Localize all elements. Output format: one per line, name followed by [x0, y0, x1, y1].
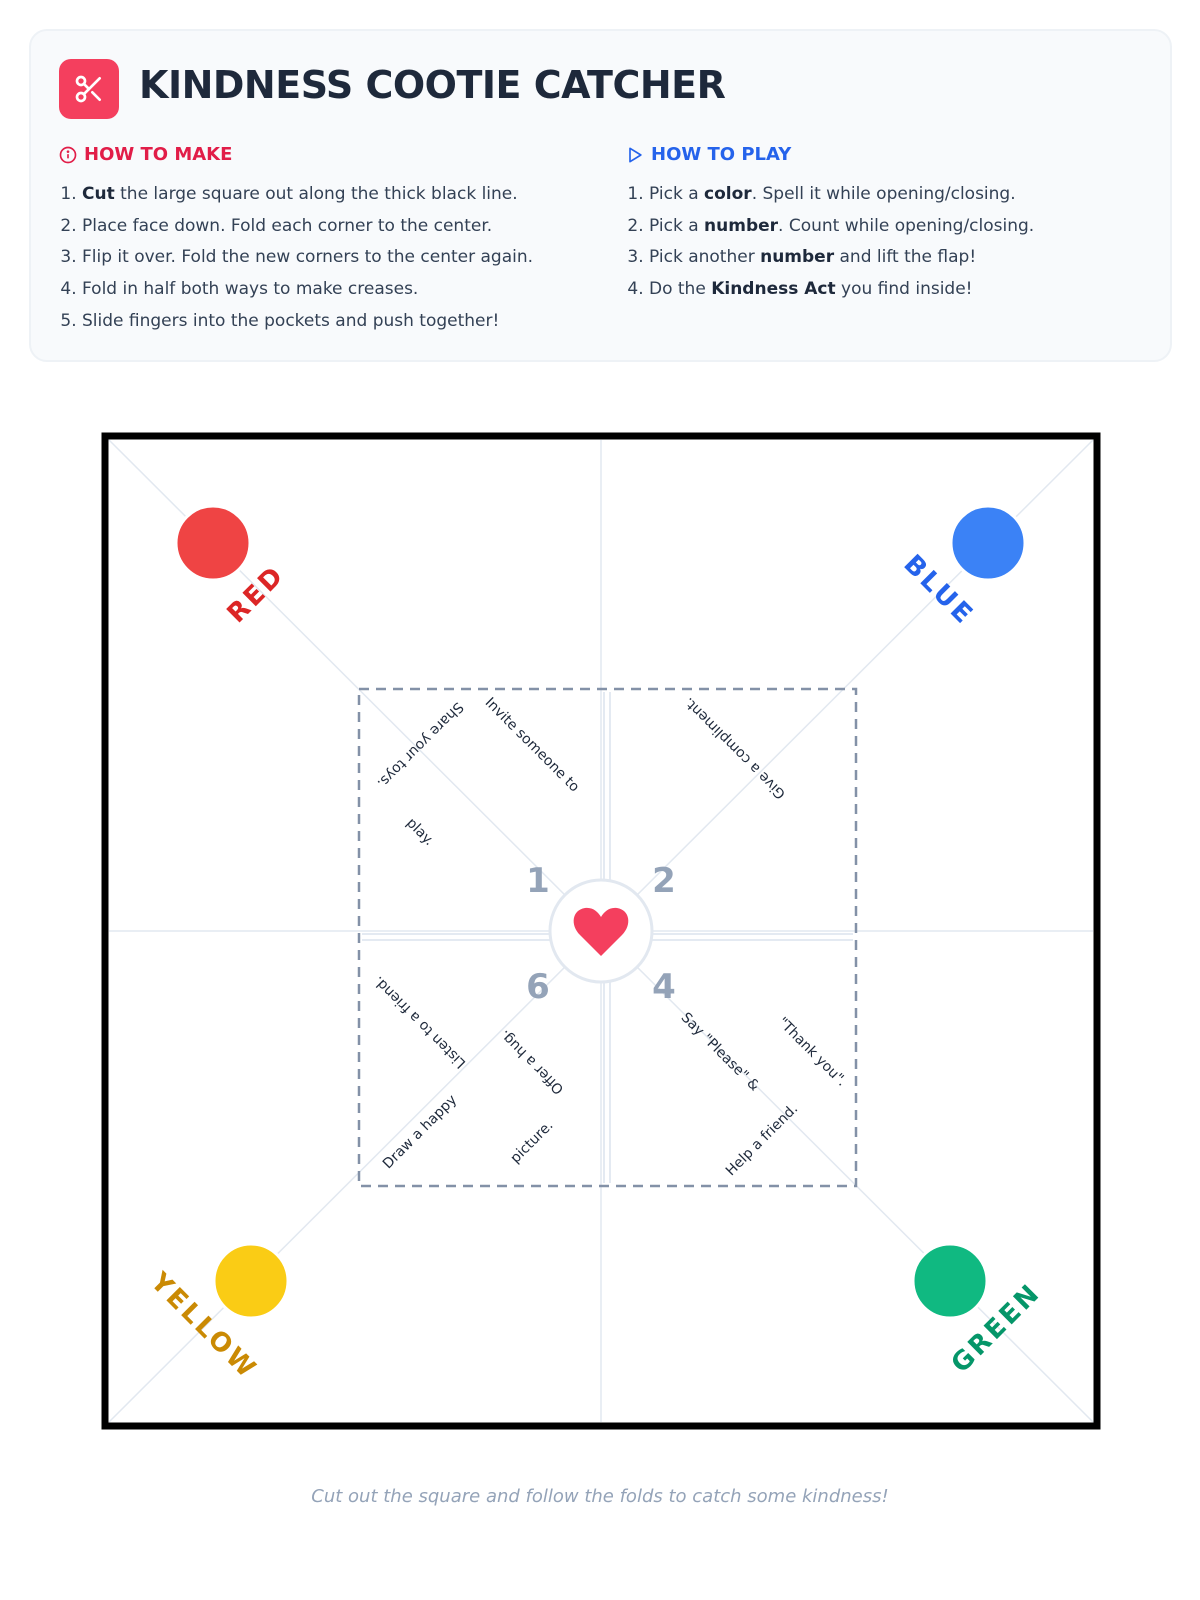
how-to-make-heading: HOW TO MAKE	[84, 144, 233, 165]
inner-fold-square	[357, 687, 858, 1188]
number-label: 6	[526, 967, 550, 1007]
make-step: Slide fingers into the pockets and push …	[82, 306, 533, 338]
numbers: 1 2 4 6	[526, 861, 676, 1007]
logo-badge	[59, 59, 119, 119]
play-step: Pick a number. Count while opening/closi…	[649, 211, 1034, 243]
play-step: Pick another number and lift the flap!	[649, 242, 1034, 274]
play-triangle-icon	[629, 147, 642, 162]
make-step: Fold in half both ways to make creases.	[82, 274, 533, 306]
info-circle-icon	[59, 146, 77, 163]
make-step: Flip it over. Fold the new corners to th…	[82, 242, 533, 274]
make-step: Place face down. Fold each corner to the…	[82, 211, 533, 243]
how-to-play-section: HOW TO PLAY Pick a color. Spell it while…	[625, 144, 1034, 306]
make-step: Cut the large square out along the thick…	[82, 179, 533, 211]
instructions-card: KINDNESS COOTIE CATCHER HOW TO MAKE Cut …	[29, 29, 1172, 362]
how-to-make-section: HOW TO MAKE Cut the large square out alo…	[58, 144, 533, 337]
scissors-icon	[75, 75, 101, 103]
page-title: KINDNESS COOTIE CATCHER	[139, 63, 726, 107]
number-label: 4	[652, 967, 676, 1007]
number-label: 1	[526, 861, 550, 901]
play-step: Do the Kindness Act you find inside!	[649, 274, 1034, 306]
heart-icon	[573, 907, 629, 956]
play-step: Pick a color. Spell it while opening/clo…	[649, 179, 1034, 211]
footer-caption: Cut out the square and follow the folds …	[311, 1486, 889, 1507]
how-to-play-heading: HOW TO PLAY	[651, 144, 792, 165]
center-badge	[548, 878, 654, 984]
number-label: 2	[652, 861, 676, 901]
